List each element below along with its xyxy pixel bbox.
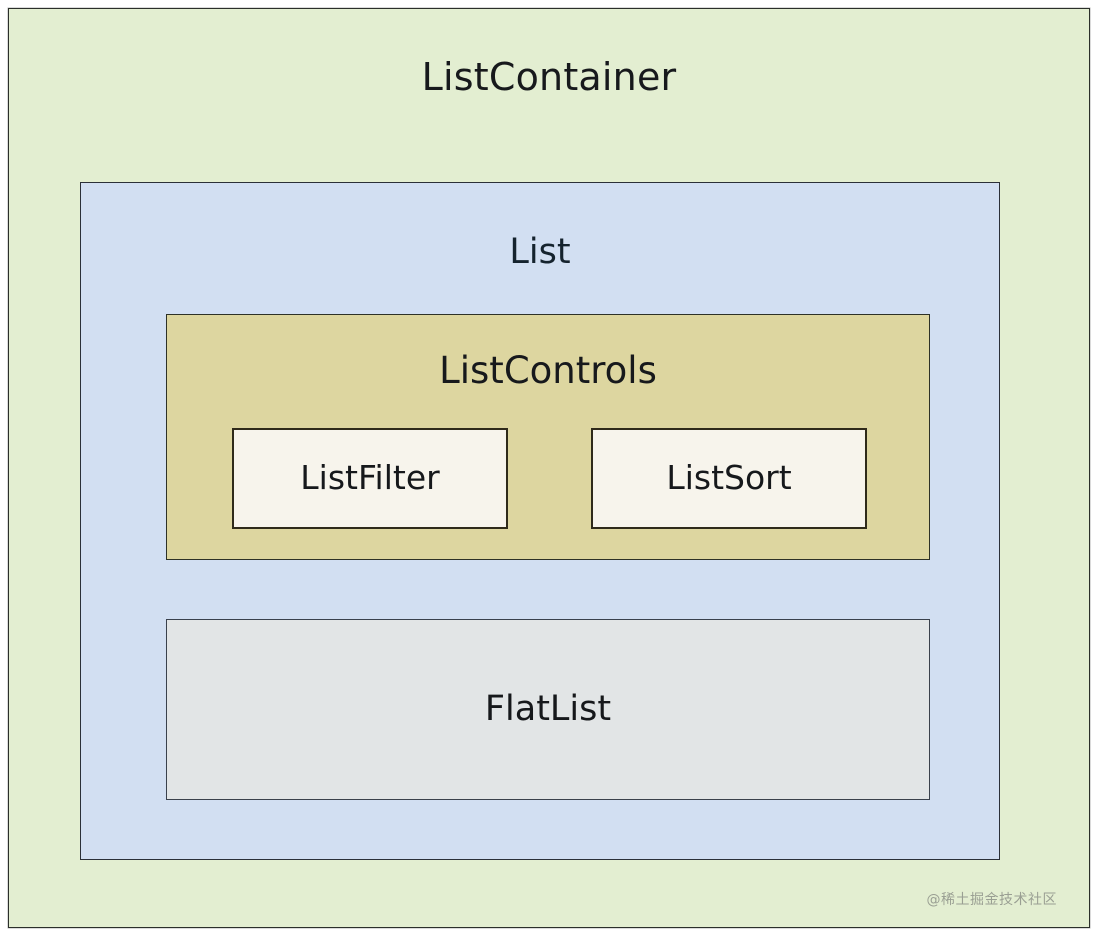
list-label: List [509,232,571,272]
list-container-label: ListContainer [421,55,677,99]
node-list-container: ListContainer List ListControls ListFilt… [8,8,1090,928]
watermark-text: @稀土掘金技术社区 [926,892,1057,908]
node-list-filter: ListFilter [232,428,508,529]
node-list-sort: ListSort [591,428,867,529]
node-list-controls: ListControls ListFilter ListSort [166,314,930,560]
node-flat-list: FlatList [166,619,930,800]
node-list: List ListControls ListFilter ListSort Fl… [80,182,1000,860]
list-controls-label: ListControls [439,349,657,392]
flat-list-label: FlatList [484,689,612,730]
list-sort-label: ListSort [666,458,792,498]
list-filter-label: ListFilter [300,458,440,498]
